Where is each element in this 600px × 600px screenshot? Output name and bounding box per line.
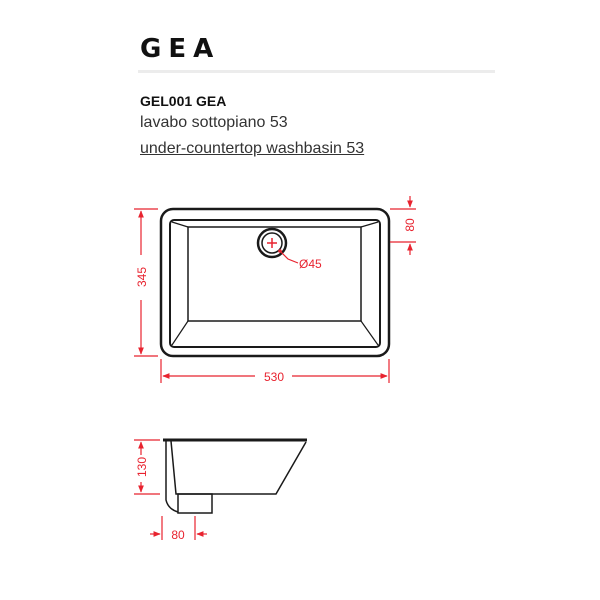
description-english: under-countertop washbasin 53: [140, 140, 365, 157]
height-label: 345: [135, 267, 149, 287]
product-code: GEL001 GEA: [140, 93, 227, 109]
drain-diameter-label: Ø45: [299, 257, 322, 271]
top-view: [159, 207, 391, 358]
product-family-title: GEA: [140, 34, 221, 64]
title-divider: [138, 70, 495, 73]
dimension-side-drain-80: 80: [150, 516, 207, 542]
dimension-drain-offset-80: 80: [390, 196, 417, 255]
dimension-height-345: 345: [134, 208, 158, 357]
description-italian: lavabo sottopiano 53: [140, 114, 288, 131]
width-label: 530: [264, 370, 284, 384]
drain-icon: [256, 227, 288, 259]
side-view: [163, 438, 307, 514]
drain-offset-label: 80: [403, 218, 417, 232]
dimension-drain-diameter: Ø45: [278, 249, 322, 271]
dimension-height-130: 130: [134, 439, 160, 495]
side-height-label: 130: [135, 457, 149, 477]
dimension-width-530: 530: [160, 359, 390, 384]
side-drain-offset-label: 80: [171, 528, 185, 542]
